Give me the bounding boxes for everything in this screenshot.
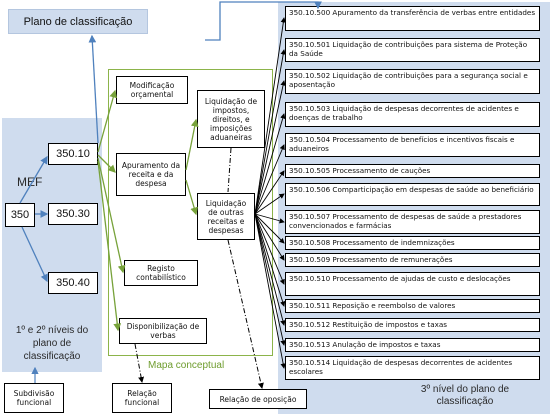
mef-label: MEF [17,175,43,189]
node-registo-text: Registo contabilístico [136,264,186,282]
arrow-350-to-350-40 [21,226,48,283]
code-350-40: 350.40 [48,272,98,294]
arrow-to-registo [97,157,126,274]
code-350-30-text: 350.30 [56,208,90,220]
node-liquidacao-impostos: Liquidação de impostos, direitos, e impo… [197,90,265,148]
third-level-item-501: 350.10.501 Liquidação de contribuições p… [285,38,540,62]
page-title-text: Plano de classificação [23,15,133,28]
code-350-30: 350.30 [48,203,98,225]
third-level-item-503: 350.10.503 Liquidação de despesas decorr… [285,102,540,127]
third-level-item-504: 350.10.504 Processamento de benefícios e… [285,133,540,157]
arrow-to-liquidacao-outras [185,179,198,216]
legend-subdivisao-funcional: Subdivisão funcional [4,383,64,413]
node-liquidacao-outras: Liquidação de outras receitas e despesas [197,193,255,240]
code-350-40-text: 350.40 [56,277,90,289]
third-level-item-508: 350.10.508 Processamento de indemnizaçõe… [285,236,540,250]
opposition-line-impostos-outras [227,147,232,193]
third-level-item-507: 350.10.507 Processamento de despesas de … [285,210,540,234]
third-level-caption: 3º nível do plano de classificação [420,384,510,407]
legend-relacao-funcional: Relação funcional [112,383,172,413]
code-350-text: 350 [10,209,30,221]
code-350: 350 [5,203,35,227]
arrow-to-apuramento [97,154,116,173]
third-level-item-509: 350.10.509 Processamento de remunerações [285,253,540,267]
node-liquidacao-outras-text: Liquidação de outras receitas e despesas [205,198,247,235]
legend-relacao-funcional-text: Relação funcional [124,389,160,407]
arrow-to-title [88,34,99,144]
arrow-to-disponibilizacao [97,160,122,332]
third-level-item-512: 350.10.512 Restituição de impostos e tax… [285,318,540,332]
node-modificacao-orcamental: Modificação orçamental [116,76,188,104]
legend-subdivisao-text: Subdivisão funcional [13,389,55,407]
fan-to-third-level [254,17,287,369]
concept-map-caption: Mapa conceptual [148,360,225,371]
third-level-item-506: 350.10.506 Comparticipação em despesas d… [285,183,540,206]
arrow-title-to-third-level [205,1,322,41]
legend-relacao-oposicao-text: Relação de oposição [219,394,297,404]
node-apuramento: Apuramento da receita e da despesa [116,153,186,196]
page-title: Plano de classificação [8,9,148,34]
concept-map-region [108,69,273,356]
node-disponibilizacao-verbas: Disponibilização de verbas [119,318,207,344]
node-apuramento-text: Apuramento da receita e da despesa [121,161,181,188]
third-level-item-511: 350.10.511 Reposição e reembolso de valo… [285,299,540,313]
third-level-item-502: 350.10.502 Liquidação de contribuições p… [285,69,540,94]
opposition-line-outras-legend [227,239,264,389]
code-350-10-text: 350.10 [56,148,90,160]
arrow-to-modificacao [97,89,118,153]
node-modificacao-text: Modificação orçamental [129,81,175,99]
third-level-item-514: 350.10.514 Liquidação de despesas decorr… [285,356,540,380]
third-level-item-500: 350.10.500 Apuramento da transferência d… [285,6,540,31]
opposition-line-disponibilizacao-legend [134,343,145,383]
third-level-item-513: 350.10.513 Anulação de impostos e taxas [285,338,540,352]
arrow-to-liquidacao-impostos [185,118,199,171]
node-disponibilizacao-text: Disponibilização de verbas [126,322,200,340]
mef-caption: 1º e 2º níveis do plano de classificação [15,325,89,362]
code-350-10: 350.10 [48,143,98,165]
node-liquidacao-impostos-text: Liquidação de impostos, direitos, e impo… [204,96,258,142]
arrow-350-to-350-10 [19,155,48,204]
legend-relacao-oposicao: Relação de oposição [209,389,307,409]
third-level-item-510: 350.10.510 Processamento de ajudas de cu… [285,272,540,296]
node-registo-contabilistico: Registo contabilístico [124,260,198,286]
third-level-item-505: 350.10.505 Processamento de cauções [285,164,540,178]
